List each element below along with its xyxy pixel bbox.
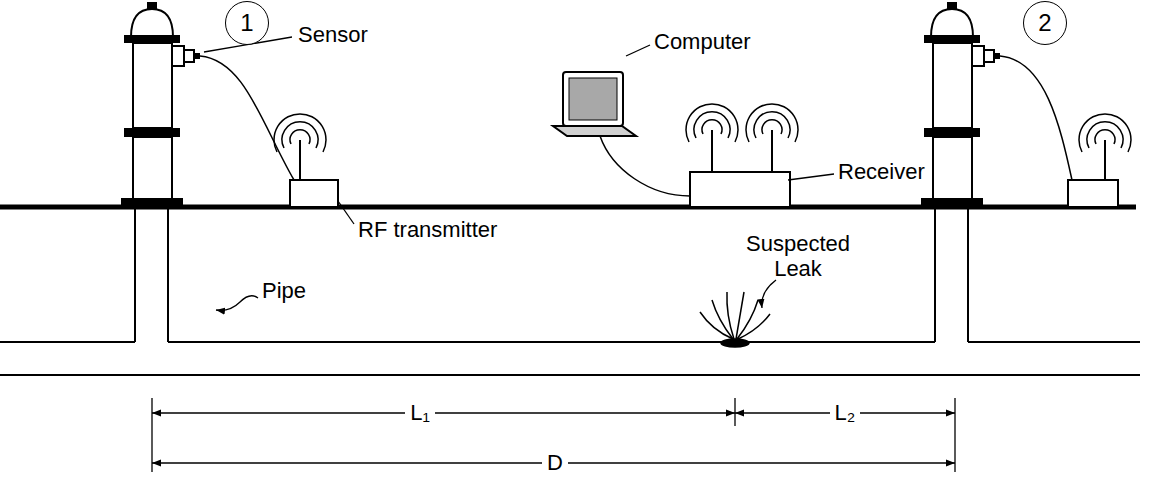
callout-number: 1 xyxy=(240,11,253,35)
dimension-label: L₂ xyxy=(830,400,861,425)
callout-number: 2 xyxy=(1038,11,1051,35)
sensor-cable xyxy=(1000,56,1072,180)
antenna xyxy=(1104,140,1106,180)
leak-spray xyxy=(700,292,770,347)
part-label: Sensor xyxy=(298,22,368,47)
callout-circle: 2 xyxy=(1023,1,1067,45)
leader-lines xyxy=(204,37,834,310)
radio-waves xyxy=(274,114,326,152)
antenna xyxy=(771,130,773,172)
hydrant xyxy=(121,2,200,342)
radio-waves xyxy=(686,104,738,142)
callout-circle: 1 xyxy=(225,1,269,45)
rf-transmitter-box xyxy=(1068,180,1118,207)
radio-waves xyxy=(746,104,798,142)
part-label: Suspected Leak xyxy=(741,231,856,282)
antenna xyxy=(299,140,301,180)
dimension-label: D xyxy=(542,450,568,475)
part-label: Computer xyxy=(654,29,751,54)
dimension-label: L₁ xyxy=(405,400,435,425)
rf-transmitter-box xyxy=(290,180,338,207)
sensor-cable xyxy=(200,56,294,180)
laptop xyxy=(553,72,636,136)
antenna xyxy=(711,130,713,172)
part-label: Pipe xyxy=(262,278,306,303)
receiver-box xyxy=(690,172,790,207)
pipe xyxy=(0,342,1140,375)
hydrant xyxy=(921,2,1000,342)
radio-waves xyxy=(1079,114,1131,152)
part-label: RF transmitter xyxy=(358,217,497,242)
part-label: Receiver xyxy=(838,159,925,184)
computer-cable xyxy=(600,136,690,196)
